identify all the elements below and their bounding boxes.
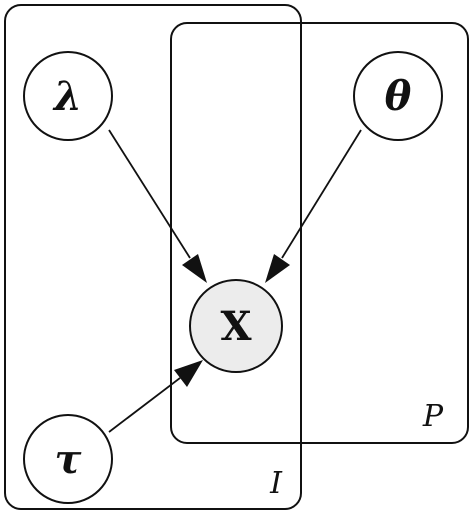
node-tau-circle (23, 414, 113, 504)
node-theta-circle (353, 51, 443, 141)
edge-tau-to-x (108, 377, 181, 433)
edge-theta-to-x (281, 129, 362, 259)
node-tau: τ (23, 414, 113, 504)
node-x-label: X (220, 303, 251, 350)
node-theta: θ (353, 51, 443, 141)
plate-i-label: I (269, 466, 283, 501)
node-theta-label: θ (385, 73, 412, 120)
node-tau-label: τ (55, 436, 82, 483)
edge-lambda-to-x (108, 129, 191, 259)
node-x-circle (189, 279, 283, 373)
plate-i (4, 4, 302, 510)
plate-p-label: P (422, 399, 444, 434)
node-x: X (189, 279, 283, 373)
node-lambda-circle (23, 51, 113, 141)
arrowhead-lambda-x (182, 254, 207, 283)
arrowhead-tau-x (174, 360, 203, 387)
node-lambda-label: λ (52, 73, 82, 120)
node-lambda: λ (23, 51, 113, 141)
plate-p (170, 22, 469, 444)
arrowhead-theta-x (265, 254, 290, 283)
